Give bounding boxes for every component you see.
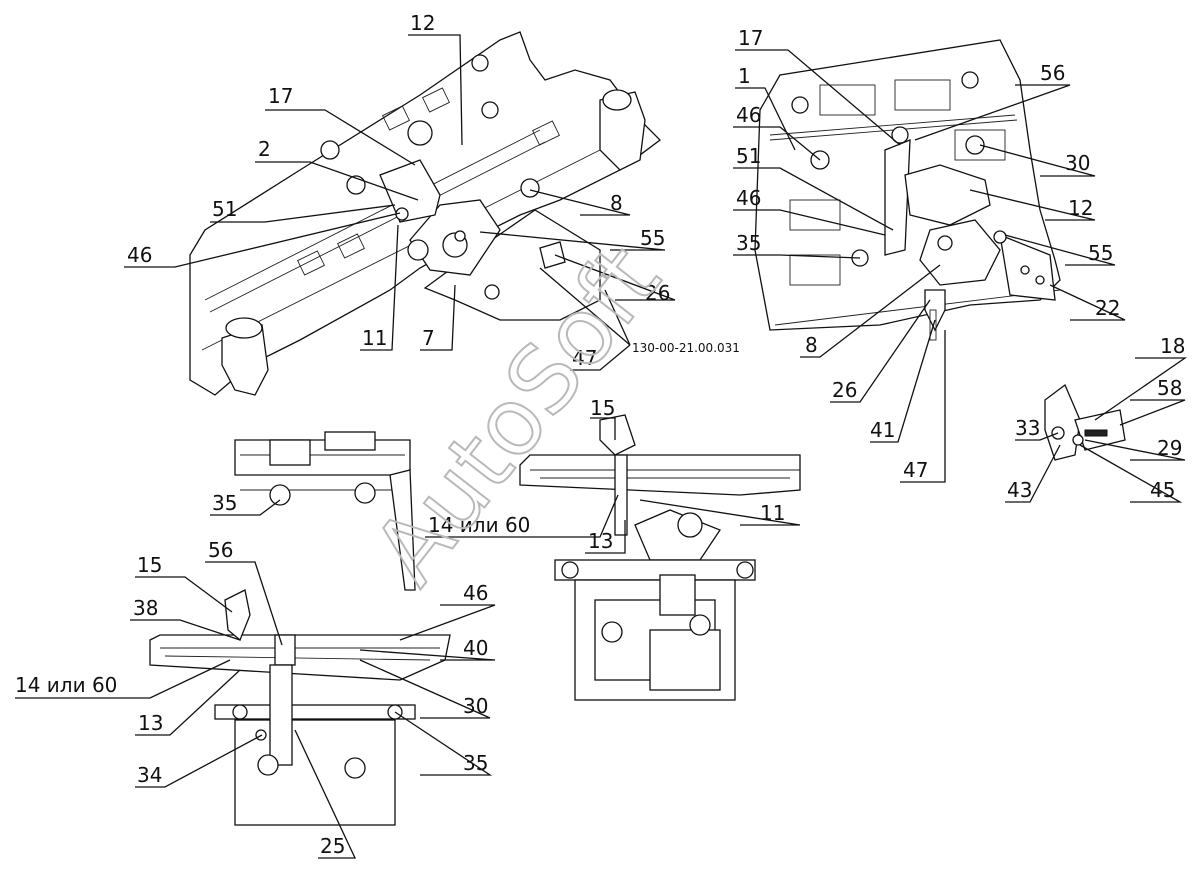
callout-47: 47 bbox=[572, 346, 597, 370]
callout-40: 40 bbox=[463, 636, 488, 660]
view-3-detail bbox=[1044, 383, 1126, 461]
callout-55: 55 bbox=[640, 226, 665, 250]
callout-43: 43 bbox=[1007, 478, 1032, 502]
view-1-bracket bbox=[189, 31, 661, 396]
callouts-view-2: 17 1 56 46 51 30 46 12 35 55 22 8 26 41 … bbox=[736, 26, 1120, 482]
callout-35: 35 bbox=[463, 751, 488, 775]
callout-14-or-60: 14 или 60 bbox=[15, 673, 117, 697]
callout-26: 26 bbox=[832, 378, 857, 402]
callout-55: 55 bbox=[1088, 241, 1113, 265]
callout-45: 45 bbox=[1150, 478, 1175, 502]
callout-33: 33 bbox=[1015, 416, 1040, 440]
callout-47: 47 bbox=[903, 458, 928, 482]
callout-56: 56 bbox=[208, 538, 233, 562]
callout-46: 46 bbox=[127, 243, 152, 267]
callout-34: 34 bbox=[137, 763, 162, 787]
callout-56: 56 bbox=[1040, 61, 1065, 85]
callout-51: 51 bbox=[212, 197, 237, 221]
callout-12: 12 bbox=[1068, 196, 1093, 220]
callouts-view-3: 18 58 33 29 43 45 bbox=[1007, 334, 1185, 502]
callout-35: 35 bbox=[212, 491, 237, 515]
callout-14-or-60: 14 или 60 bbox=[428, 513, 530, 537]
callout-46: 46 bbox=[463, 581, 488, 605]
callout-8: 8 bbox=[610, 191, 623, 215]
callout-18: 18 bbox=[1160, 334, 1185, 358]
callouts-view-5: 15 56 38 46 40 14 или 60 13 30 34 35 25 bbox=[15, 538, 488, 858]
callout-58: 58 bbox=[1157, 376, 1182, 400]
callout-46: 46 bbox=[736, 103, 761, 127]
callout-13: 13 bbox=[138, 711, 163, 735]
callout-12: 12 bbox=[410, 11, 435, 35]
callout-17: 17 bbox=[268, 84, 293, 108]
callout-51: 51 bbox=[736, 144, 761, 168]
callout-15: 15 bbox=[137, 553, 162, 577]
callout-26: 26 bbox=[645, 281, 670, 305]
callout-35: 35 bbox=[736, 231, 761, 255]
callout-1: 1 bbox=[738, 64, 751, 88]
callout-15: 15 bbox=[590, 396, 615, 420]
callout-17: 17 bbox=[738, 26, 763, 50]
callouts-view-4: 35 15 14 или 60 11 13 bbox=[212, 396, 785, 553]
callout-29: 29 bbox=[1157, 436, 1182, 460]
callout-13: 13 bbox=[588, 529, 613, 553]
callouts-view-1: 12 17 2 51 46 8 55 26 11 7 47 bbox=[127, 11, 670, 370]
callout-22: 22 bbox=[1095, 296, 1120, 320]
view-2-panel bbox=[754, 39, 1061, 341]
callout-38: 38 bbox=[133, 596, 158, 620]
callout-11: 11 bbox=[362, 326, 387, 350]
callout-2: 2 bbox=[258, 137, 271, 161]
callout-30: 30 bbox=[463, 694, 488, 718]
callout-25: 25 bbox=[320, 834, 345, 858]
view-4-section bbox=[519, 414, 801, 701]
leader-lines bbox=[15, 34, 1188, 859]
callout-30: 30 bbox=[1065, 151, 1090, 175]
drawing-code: 130-00-21.00.031 bbox=[632, 341, 740, 355]
callout-11: 11 bbox=[760, 501, 785, 525]
callout-46: 46 bbox=[736, 186, 761, 210]
callout-8: 8 bbox=[805, 333, 818, 357]
view-5a-section bbox=[234, 431, 416, 591]
callout-41: 41 bbox=[870, 418, 895, 442]
callout-7: 7 bbox=[422, 326, 435, 350]
